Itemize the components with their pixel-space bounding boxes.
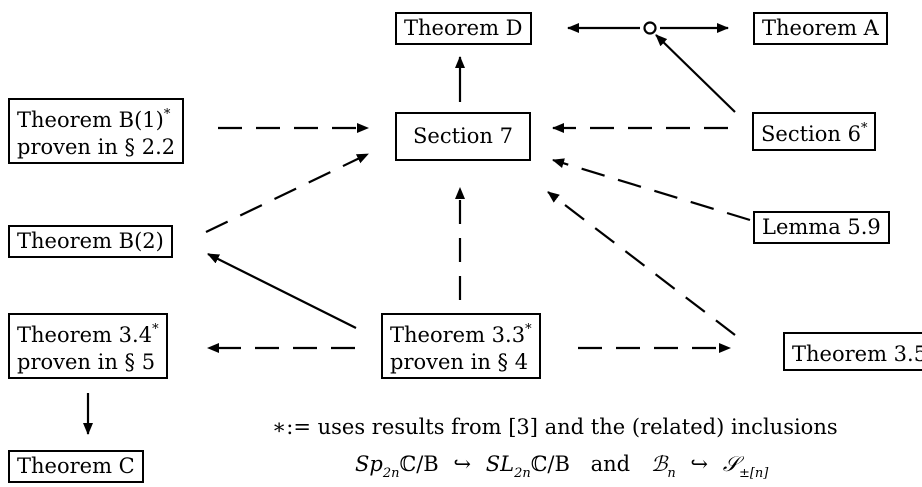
node-theorem-34[interactable]: Theorem 3.4* proven in § 5 — [8, 313, 168, 379]
node-section-7-label: Section 7 — [413, 124, 513, 148]
node-section-6-label: Section 6 — [761, 122, 861, 146]
edge-t33-b2 — [207, 253, 357, 329]
node-section-7[interactable]: Section 7 — [395, 112, 531, 161]
footnote-line1: ∗:= uses results from [3] and the (relat… — [272, 415, 838, 439]
node-theorem-a-label: Theorem A — [762, 16, 879, 40]
edge-b2-section7 — [205, 153, 369, 233]
node-theorem-d[interactable]: Theorem D — [395, 12, 532, 45]
junction-circle — [643, 21, 657, 35]
node-lemma-59-label: Lemma 5.9 — [762, 215, 881, 239]
node-section-6[interactable]: Section 6* — [752, 112, 877, 151]
node-theorem-b1[interactable]: Theorem B(1)* proven in § 2.2 — [8, 98, 185, 164]
node-theorem-b2-label: Theorem B(2) — [17, 229, 164, 253]
node-theorem-b1-line1: Theorem B(1)* — [17, 107, 171, 132]
hook-arrow-1: ↪ — [453, 452, 472, 476]
node-theorem-d-label: Theorem D — [404, 16, 523, 40]
node-theorem-b1-line2: proven in § 2.2 — [17, 135, 176, 159]
node-theorem-34-line2: proven in § 5 — [17, 350, 156, 374]
node-theorem-c-label: Theorem C — [17, 454, 135, 478]
node-theorem-33-line1: Theorem 3.3* — [390, 322, 532, 347]
node-theorem-35[interactable]: Theorem 3.5* — [783, 332, 922, 371]
hook-arrow-2: ↪ — [690, 452, 709, 476]
node-theorem-33[interactable]: Theorem 3.3* proven in § 4 — [381, 313, 541, 379]
node-theorem-a[interactable]: Theorem A — [753, 12, 888, 45]
node-theorem-35-label: Theorem 3.5 — [792, 342, 922, 366]
node-theorem-c[interactable]: Theorem C — [8, 450, 144, 483]
node-theorem-33-line2: proven in § 4 — [390, 350, 529, 374]
edge-section6-circle — [655, 34, 736, 113]
node-theorem-b2[interactable]: Theorem B(2) — [8, 225, 173, 258]
footnote-inclusions: Sp2nℂ/B ↪ SL2nℂ/B and ℬn ↪ 𝒮±[n] — [355, 452, 769, 481]
edge-lemma-section7 — [552, 158, 751, 222]
edge-t35-section7 — [547, 191, 736, 336]
node-lemma-59[interactable]: Lemma 5.9 — [753, 211, 890, 244]
node-theorem-34-line1: Theorem 3.4* — [17, 322, 159, 347]
